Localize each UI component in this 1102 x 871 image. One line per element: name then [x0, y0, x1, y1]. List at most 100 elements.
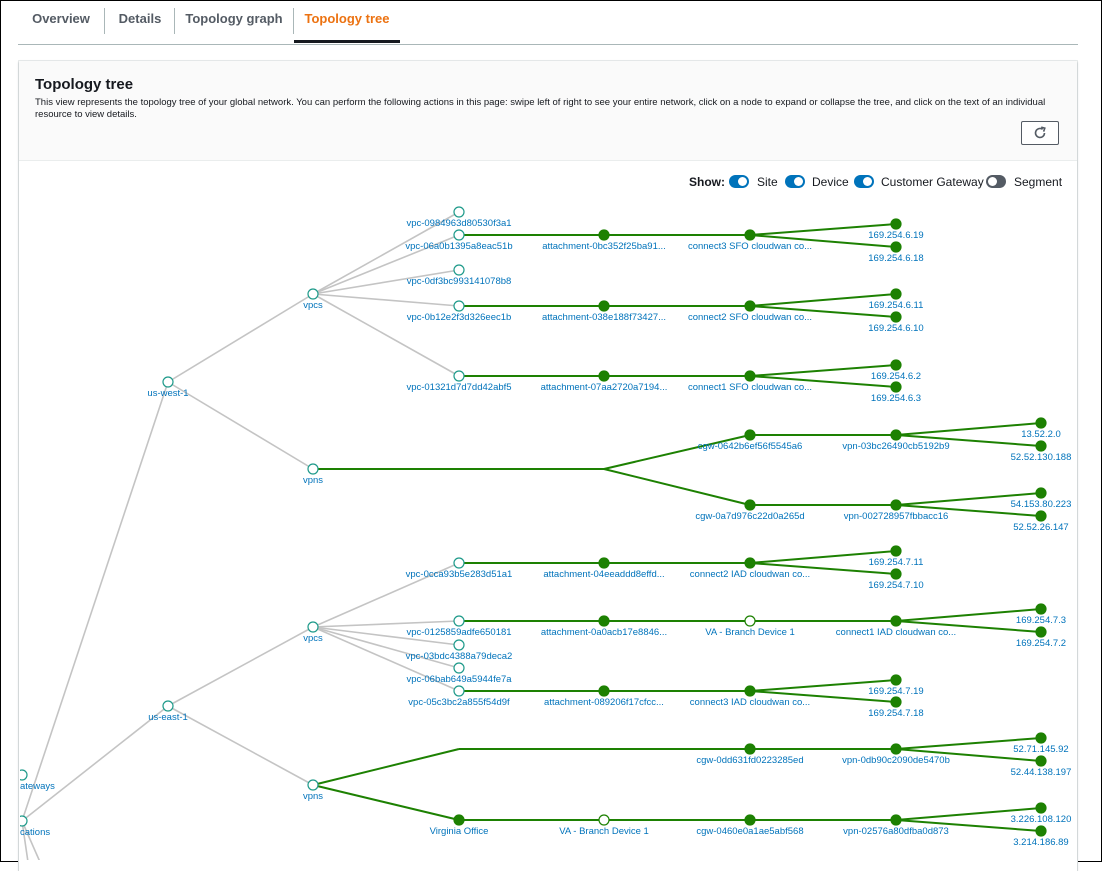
tree-node-e-v4[interactable]: vpc-06bab649a5944fe7a — [406, 662, 512, 685]
tree-node-w-ip1[interactable]: 13.52.2.0 — [1021, 417, 1061, 440]
node-label[interactable]: 169.254.7.11 — [869, 557, 924, 568]
node-circle[interactable] — [598, 685, 610, 697]
node-label[interactable]: 52.44.138.197 — [1011, 767, 1072, 778]
tree-node-e-i4[interactable]: 169.254.7.2 — [1016, 626, 1066, 649]
node-label[interactable]: vpcs — [303, 300, 323, 311]
node-label[interactable]: vpc-0df3bc993141078b8 — [407, 276, 512, 287]
tree-node-e-vpcs[interactable]: vpcs — [303, 621, 323, 644]
node-label[interactable]: vpc-03bdc4388a79deca2 — [406, 651, 513, 662]
node-circle[interactable] — [598, 370, 610, 382]
node-circle[interactable] — [890, 568, 902, 580]
node-label[interactable]: attachment-0a0acb17e8846... — [541, 627, 667, 638]
node-circle[interactable] — [744, 229, 756, 241]
node-circle[interactable] — [453, 206, 465, 218]
tree-node-e-v3[interactable]: vpc-03bdc4388a79deca2 — [406, 639, 513, 662]
tree-node-e-i6[interactable]: 169.254.7.18 — [868, 696, 924, 719]
node-label[interactable]: 169.254.6.19 — [868, 230, 923, 241]
tree-node-e-g2[interactable]: cgw-0460e0a1ae5abf568 — [696, 814, 804, 837]
node-label[interactable]: vpn-02576a80dfba0d873 — [843, 826, 949, 837]
tree-node-w-i5[interactable]: 169.254.6.2 — [871, 359, 921, 382]
tree-node-e-g1[interactable]: cgw-0dd631fd0223285ed — [696, 743, 804, 766]
tree-node-w-i3[interactable]: 169.254.6.11 — [869, 288, 924, 311]
node-circle[interactable] — [453, 814, 465, 826]
tree-node-e-p1[interactable]: vpn-0db90c2090de5470b — [842, 743, 950, 766]
node-label[interactable]: 169.254.7.19 — [868, 686, 923, 697]
node-label[interactable]: vpc-0125859adfe650181 — [406, 627, 511, 638]
tree-node-w-p1[interactable]: vpn-03bc26490cb5192b9 — [842, 429, 950, 452]
tree-node-e-i1[interactable]: 169.254.7.11 — [869, 545, 924, 568]
node-circle[interactable] — [1035, 825, 1047, 837]
node-circle[interactable] — [890, 499, 902, 511]
tree-node-e-ip3[interactable]: 3.226.108.120 — [1011, 802, 1072, 825]
tree-node-e-v2[interactable]: vpc-0125859adfe650181 — [406, 615, 512, 638]
node-circle[interactable] — [744, 499, 756, 511]
node-circle[interactable] — [1035, 440, 1047, 452]
node-label[interactable]: 13.52.2.0 — [1021, 429, 1061, 440]
node-label[interactable]: attachment-089206f17cfcc... — [544, 697, 664, 708]
node-circle[interactable] — [744, 743, 756, 755]
tab-overview[interactable]: Overview — [32, 11, 90, 26]
node-circle[interactable] — [598, 300, 610, 312]
node-circle[interactable] — [453, 300, 465, 312]
node-label[interactable]: vpc-05c3bc2a855f54d9f — [408, 697, 510, 708]
tree-node-e-i5[interactable]: 169.254.7.19 — [868, 674, 924, 697]
node-circle[interactable] — [453, 370, 465, 382]
node-circle[interactable] — [307, 288, 319, 300]
node-circle[interactable] — [744, 429, 756, 441]
node-label[interactable]: us-east-1 — [148, 712, 188, 723]
node-label[interactable]: connect3 IAD cloudwan co... — [690, 697, 810, 708]
tree-node-w-i1[interactable]: 169.254.6.19 — [868, 218, 924, 241]
tree-node-e-s1[interactable]: Virginia Office — [430, 814, 489, 837]
tree-node-e-i3[interactable]: 169.254.7.3 — [1016, 603, 1066, 626]
customer-gateway-toggle[interactable] — [854, 175, 874, 188]
node-label[interactable]: 169.254.7.3 — [1016, 615, 1066, 626]
node-label[interactable]: 3.214.186.89 — [1013, 837, 1068, 848]
node-circle[interactable] — [890, 696, 902, 708]
node-label[interactable]: connect1 IAD cloudwan co... — [836, 627, 956, 638]
tree-node-w-vpns[interactable]: vpns — [303, 463, 323, 486]
node-circle[interactable] — [1035, 487, 1047, 499]
tree-node-w-vpcs[interactable]: vpcs — [303, 288, 323, 311]
node-label[interactable]: connect2 SFO cloudwan co... — [688, 312, 812, 323]
tree-node-w-c3[interactable]: connect1 SFO cloudwan co... — [688, 370, 812, 393]
node-circle[interactable] — [1035, 417, 1047, 429]
node-label[interactable]: cgw-0a7d976c22d0a265d — [695, 511, 804, 522]
node-circle[interactable] — [598, 814, 610, 826]
tree-node-w-g2[interactable]: cgw-0a7d976c22d0a265d — [695, 499, 805, 522]
tree-node-w-c2[interactable]: connect2 SFO cloudwan co... — [688, 300, 812, 323]
tree-node-w-a1[interactable]: attachment-0bc352f25ba91... — [542, 229, 666, 252]
tree-node-e-v5[interactable]: vpc-05c3bc2a855f54d9f — [408, 685, 510, 708]
node-label[interactable]: connect1 SFO cloudwan co... — [688, 382, 812, 393]
node-circle[interactable] — [890, 615, 902, 627]
tree-node-w-a3[interactable]: attachment-07aa2720a7194... — [541, 370, 668, 393]
node-label[interactable]: vpn-0db90c2090de5470b — [842, 755, 950, 766]
device-toggle[interactable] — [785, 175, 805, 188]
tree-node-w-a2[interactable]: attachment-038e188f73427... — [542, 300, 666, 323]
tree-node-e-p2[interactable]: vpn-02576a80dfba0d873 — [843, 814, 949, 837]
node-label[interactable]: attachment-038e188f73427... — [542, 312, 666, 323]
node-circle[interactable] — [598, 615, 610, 627]
node-label[interactable]: ateways — [20, 781, 55, 792]
node-circle[interactable] — [453, 229, 465, 241]
site-toggle[interactable] — [729, 175, 749, 188]
node-label[interactable]: vpc-06a0b1395a8eac51b — [405, 241, 512, 252]
node-label[interactable]: 169.254.7.18 — [868, 708, 923, 719]
tree-node-w-g1[interactable]: cgw-0642b6ef56f5545a6 — [698, 429, 803, 452]
tree-node-e-c3[interactable]: connect3 IAD cloudwan co... — [690, 685, 810, 708]
tree-node-w-v4[interactable]: vpc-0b12e2f3d326eec1b — [407, 300, 512, 323]
tree-node-w-v2[interactable]: vpc-06a0b1395a8eac51b — [405, 229, 513, 252]
node-label[interactable]: 169.254.6.2 — [871, 371, 921, 382]
node-circle[interactable] — [1035, 802, 1047, 814]
tree-node-w-ip4[interactable]: 52.52.26.147 — [1013, 510, 1069, 533]
tree-node-use1[interactable]: us-east-1 — [148, 700, 188, 723]
segment-toggle[interactable] — [986, 175, 1006, 188]
node-circle[interactable] — [307, 779, 319, 791]
node-circle[interactable] — [307, 463, 319, 475]
node-circle[interactable] — [453, 557, 465, 569]
node-circle[interactable] — [1035, 732, 1047, 744]
node-circle[interactable] — [744, 615, 756, 627]
node-circle[interactable] — [17, 815, 28, 827]
node-circle[interactable] — [1035, 510, 1047, 522]
node-circle[interactable] — [890, 218, 902, 230]
node-circle[interactable] — [17, 769, 28, 781]
